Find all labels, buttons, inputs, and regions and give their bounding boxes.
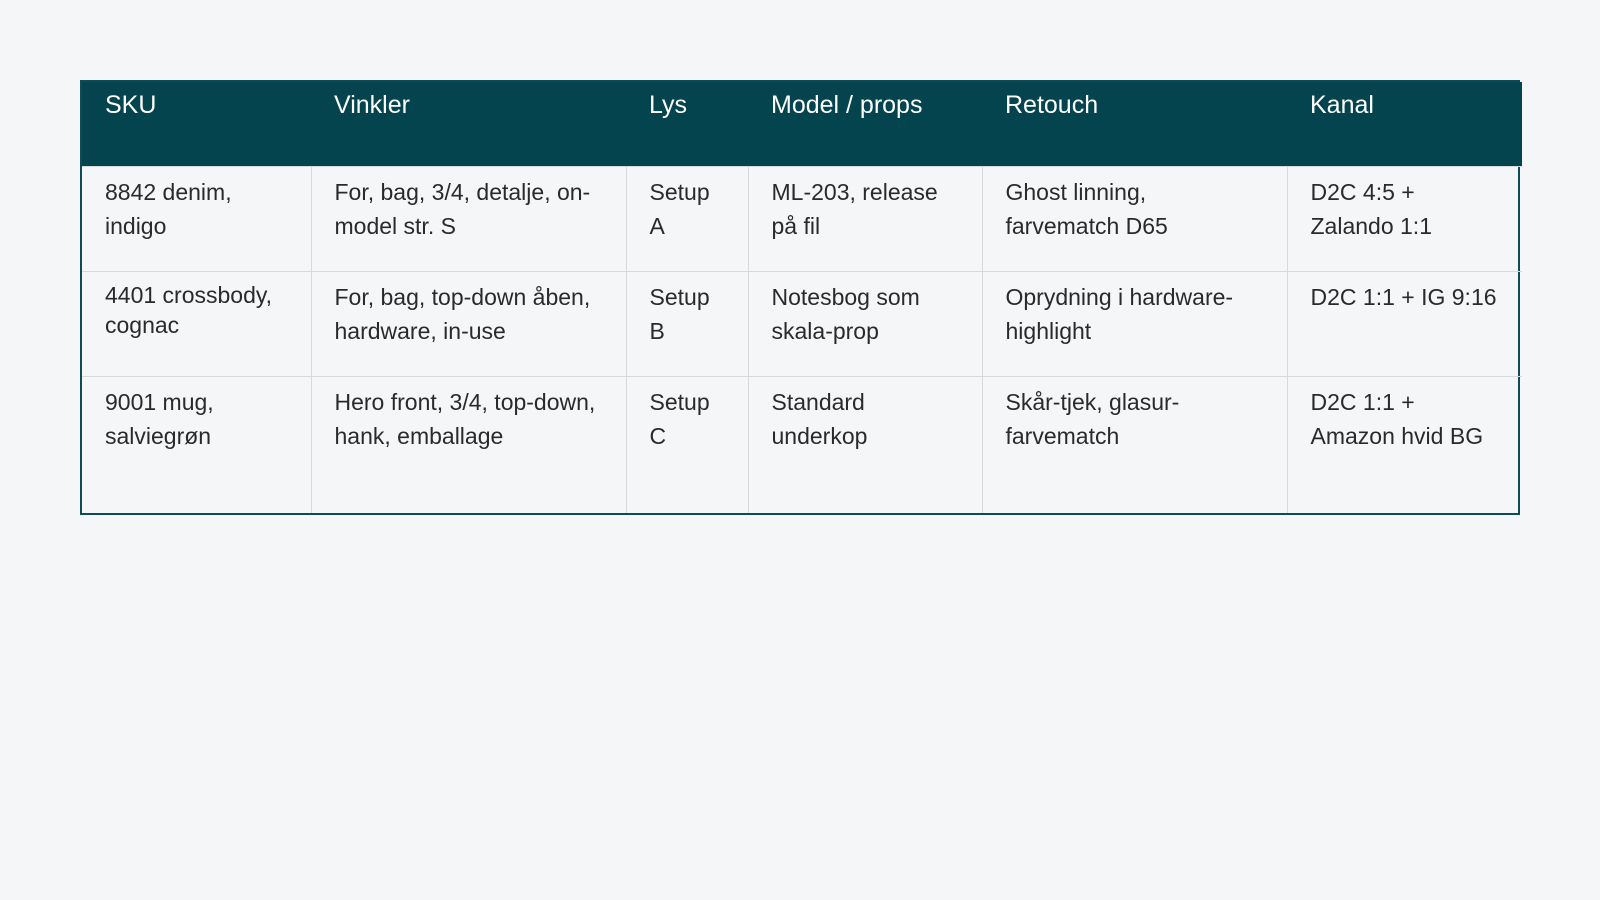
column-header-sku: SKU <box>105 91 157 119</box>
column-header-vinkler: Vinkler <box>334 91 410 119</box>
cell-sku: 4401 crossbody, cognac <box>82 271 311 377</box>
column-header-model-props: Model / props <box>771 91 923 119</box>
cell-model-props: Standard underkop <box>747 376 982 513</box>
cell-retouch: Oprydning i hardware-highlight <box>981 271 1287 377</box>
table-row: 4401 crossbody, cognac For, bag, top-dow… <box>82 271 1522 377</box>
cell-vinkler: For, bag, top-down åben, hardware, in-us… <box>310 271 626 377</box>
cell-model-props: ML-203, release på fil <box>747 166 982 272</box>
cell-lys: Setup A <box>625 166 748 272</box>
cell-sku: 9001 mug, salviegrøn <box>82 376 311 513</box>
cell-retouch: Skår-tjek, glasur-farvematch <box>981 376 1287 513</box>
cell-vinkler: For, bag, 3/4, detalje, on-model str. S <box>310 166 626 272</box>
cell-lys: Setup B <box>625 271 748 377</box>
cell-kanal: D2C 1:1 + Amazon hvid BG <box>1286 376 1522 513</box>
table-row: 8842 denim, indigo For, bag, 3/4, detalj… <box>82 166 1522 272</box>
column-header-retouch: Retouch <box>1005 91 1099 119</box>
cell-sku: 8842 denim, indigo <box>82 166 311 272</box>
shot-list-table: SKU Vinkler Lys Model / props Retouch Ka… <box>80 80 1522 515</box>
column-header-kanal: Kanal <box>1310 91 1374 119</box>
shot-list-grid: SKU Vinkler Lys Model / props Retouch Ka… <box>82 82 1522 513</box>
table-row: 9001 mug, salviegrøn Hero front, 3/4, to… <box>82 376 1522 513</box>
cell-lys: Setup C <box>625 376 748 513</box>
cell-model-props: Notesbog som skala-prop <box>747 271 982 377</box>
cell-kanal: D2C 4:5 + Zalando 1:1 <box>1286 166 1522 272</box>
cell-retouch: Ghost linning, farvematch D65 <box>981 166 1287 272</box>
cell-vinkler: Hero front, 3/4, top-down, hank, emballa… <box>310 376 626 513</box>
column-header-lys: Lys <box>649 91 687 119</box>
cell-kanal: D2C 1:1 + IG 9:16 <box>1286 271 1522 377</box>
table-header-row: SKU Vinkler Lys Model / props Retouch Ka… <box>82 82 1522 167</box>
